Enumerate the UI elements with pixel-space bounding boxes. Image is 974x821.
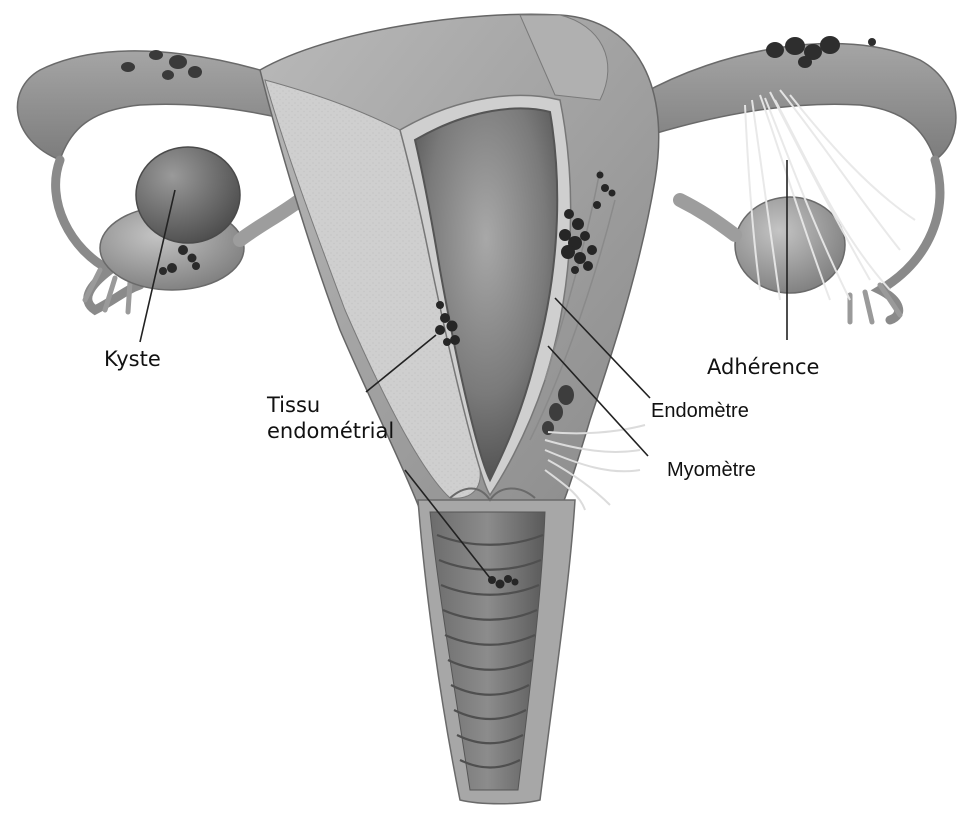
label-adherence: Adhérence bbox=[707, 354, 819, 380]
right-ovary bbox=[680, 197, 845, 293]
label-kyste: Kyste bbox=[104, 346, 161, 372]
label-tissu-line1: Tissu bbox=[267, 392, 394, 418]
ovarian-cyst bbox=[136, 147, 240, 243]
label-tissu-endometrial: Tissu endométrial bbox=[267, 392, 394, 445]
label-tissu-line2: endométrial bbox=[267, 418, 394, 444]
label-myometre: Myomètre bbox=[667, 458, 756, 483]
label-endometre: Endomètre bbox=[651, 399, 749, 424]
